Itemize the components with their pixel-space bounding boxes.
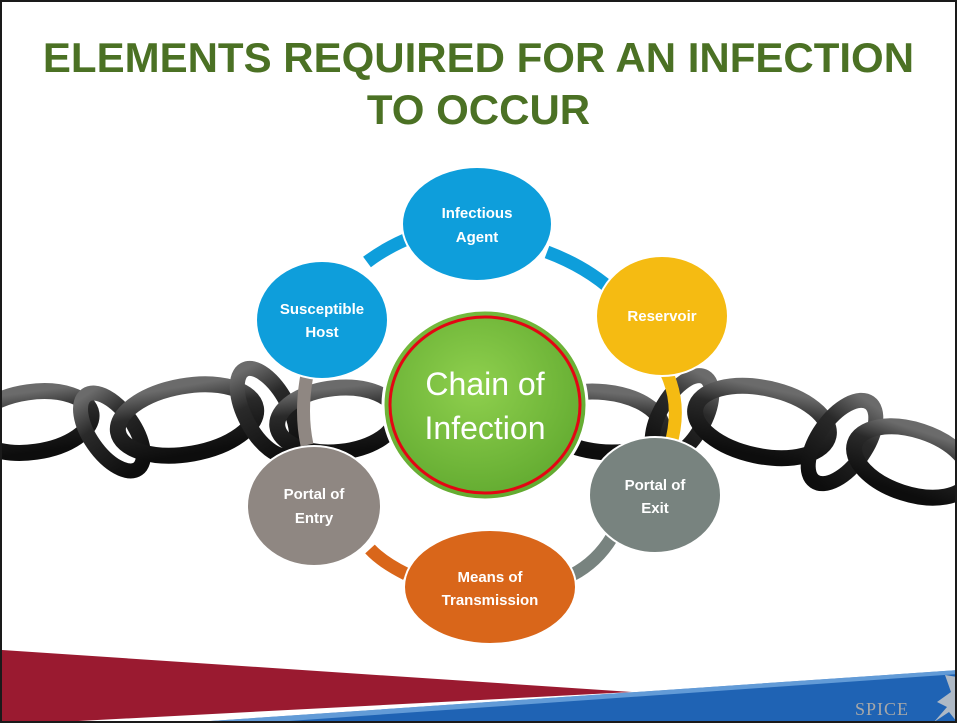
node-label-line1: Reservoir [627,308,696,325]
center-label-line2: Infection [425,410,546,446]
node-label-line2: Exit [641,500,669,517]
center-label-line1: Chain of [425,366,544,402]
footer-band-red [2,650,632,721]
node-label-line2: Entry [295,510,334,527]
connector-exit-to-transmission [568,533,618,581]
node-label-line1: Portal of [625,477,687,494]
node-label-line1: Infectious [442,205,513,222]
connector-transmission-to-entry [365,544,409,580]
node-portal-of-entry: Portal of Entry [246,445,382,567]
connector-entry-to-host [297,373,314,447]
node-label-line2: Agent [456,229,499,246]
node-label-line2: Transmission [442,592,539,609]
slide-title: ELEMENTS REQUIRED FOR AN INFECTION TO OC… [42,34,915,133]
node-portal-of-exit: Portal of Exit [588,436,722,554]
node-infectious-agent: Infectious Agent [401,166,553,282]
node-susceptible-host: Susceptible Host [255,260,389,380]
node-label-line1: Means of [457,569,523,586]
node-label-line1: Susceptible [280,301,364,318]
logo-text: SPICE [855,699,909,719]
node-reservoir: Reservoir [595,255,729,377]
star-icon [934,675,955,721]
node-means-of-transmission: Means of Transmission [403,529,577,645]
center-node: Chain of Infection [381,308,589,502]
footer-band [2,650,955,721]
node-label-line1: Portal of [284,486,346,503]
spice-logo: SPICE [855,675,955,721]
node-label-line2: Host [305,324,338,341]
